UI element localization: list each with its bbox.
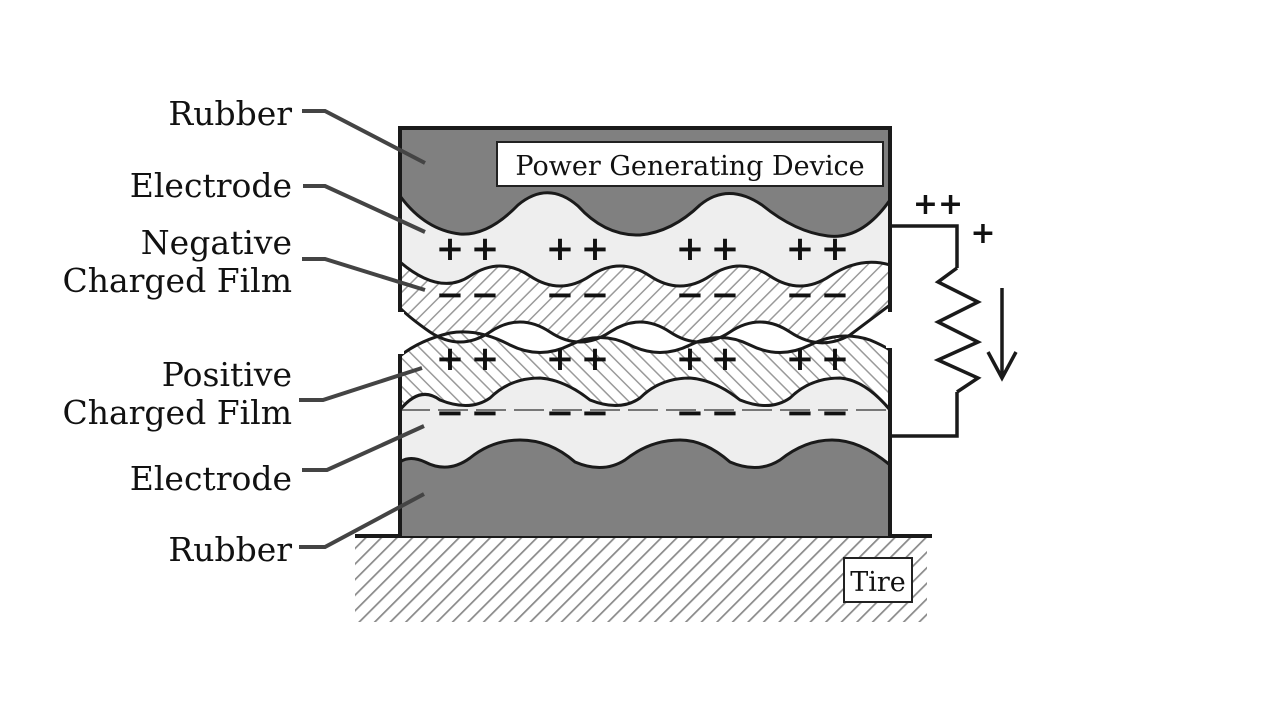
- plus-charge-positive-film: +: [786, 339, 815, 379]
- plus-charge-positive-film: +: [676, 339, 705, 379]
- plus-charge-electrode-top: +: [436, 229, 465, 269]
- plus-charge-electrode-top: +: [546, 229, 575, 269]
- minus-charge-electrode-bottom: −: [581, 393, 610, 433]
- tire-label: Tire: [850, 567, 906, 598]
- wire-bottom: [890, 392, 959, 438]
- minus-charge-electrode-bottom: −: [436, 393, 465, 433]
- minus-charge-negative-film: −: [711, 275, 740, 315]
- charge-symbols: ++++++++−−−−−−−−++++++++−−−−−−−−: [436, 229, 850, 433]
- layer-boundaries: [400, 191, 890, 469]
- plus-charge-positive-film: +: [471, 339, 500, 379]
- layer-labels: Rubber Electrode Negative Charged Film P…: [62, 94, 292, 569]
- leader-electrode-top: [303, 184, 426, 234]
- minus-charge-electrode-bottom: −: [711, 393, 740, 433]
- external-circuit: [890, 224, 1018, 438]
- device-title: Power Generating Device: [496, 141, 884, 187]
- plus-charge-positive-film: +: [436, 339, 465, 379]
- label-positive-film-line2: Charged Film: [62, 393, 292, 432]
- minus-charge-electrode-bottom: −: [546, 393, 575, 433]
- leader-negative-film: [302, 257, 426, 292]
- plus-charge-positive-film: +: [581, 339, 610, 379]
- minus-charge-electrode-bottom: −: [676, 393, 705, 433]
- device-layers: [400, 128, 890, 536]
- resistor-icon: [933, 266, 983, 394]
- minus-charge-negative-film: −: [471, 275, 500, 315]
- minus-charge-electrode-bottom: −: [786, 393, 815, 433]
- label-negative-film-line2: Charged Film: [62, 261, 292, 300]
- label-negative-film-line1: Negative: [141, 223, 292, 262]
- leader-lines: [299, 109, 426, 549]
- terminal-charge-top: ++: [913, 187, 963, 222]
- minus-charge-negative-film: −: [436, 275, 465, 315]
- current-arrow-icon: [986, 288, 1018, 382]
- minus-charge-electrode-bottom: −: [471, 393, 500, 433]
- rubber-bottom-layer: [400, 440, 890, 536]
- plus-charge-electrode-top: +: [711, 229, 740, 269]
- plus-charge-positive-film: +: [821, 339, 850, 379]
- plus-charge-positive-film: +: [711, 339, 740, 379]
- label-rubber-top: Rubber: [168, 94, 292, 133]
- electrode-bottom-layer: [400, 378, 890, 468]
- plus-charge-electrode-top: +: [471, 229, 500, 269]
- tire-label-box: [843, 557, 913, 603]
- label-electrode-bottom: Electrode: [130, 459, 292, 498]
- electrode-top-layer: [400, 192, 890, 286]
- minus-charge-negative-film: −: [821, 275, 850, 315]
- minus-charge-electrode-bottom: −: [821, 393, 850, 433]
- plus-charge-electrode-top: +: [581, 229, 610, 269]
- minus-charge-negative-film: −: [676, 275, 705, 315]
- minus-charge-negative-film: −: [581, 275, 610, 315]
- tire: Tire: [355, 534, 932, 622]
- leader-positive-film: [299, 366, 423, 402]
- tire-hatch: [355, 536, 927, 622]
- device-title-box: [496, 141, 884, 187]
- device-title-text: Power Generating Device: [515, 151, 864, 182]
- leader-electrode-bottom: [302, 424, 425, 472]
- terminal-charge-side: +: [970, 216, 995, 251]
- leader-rubber-bottom: [299, 492, 425, 549]
- label-electrode-top: Electrode: [130, 166, 292, 205]
- plus-charge-electrode-top: +: [676, 229, 705, 269]
- plus-charge-positive-film: +: [546, 339, 575, 379]
- plus-charge-electrode-top: +: [821, 229, 850, 269]
- leader-rubber-top: [302, 109, 426, 165]
- label-rubber-bottom: Rubber: [168, 530, 292, 569]
- minus-charge-negative-film: −: [546, 275, 575, 315]
- plus-charge-electrode-top: +: [786, 229, 815, 269]
- label-positive-film-line1: Positive: [162, 355, 292, 394]
- wire-top: [890, 224, 959, 268]
- minus-charge-negative-film: −: [786, 275, 815, 315]
